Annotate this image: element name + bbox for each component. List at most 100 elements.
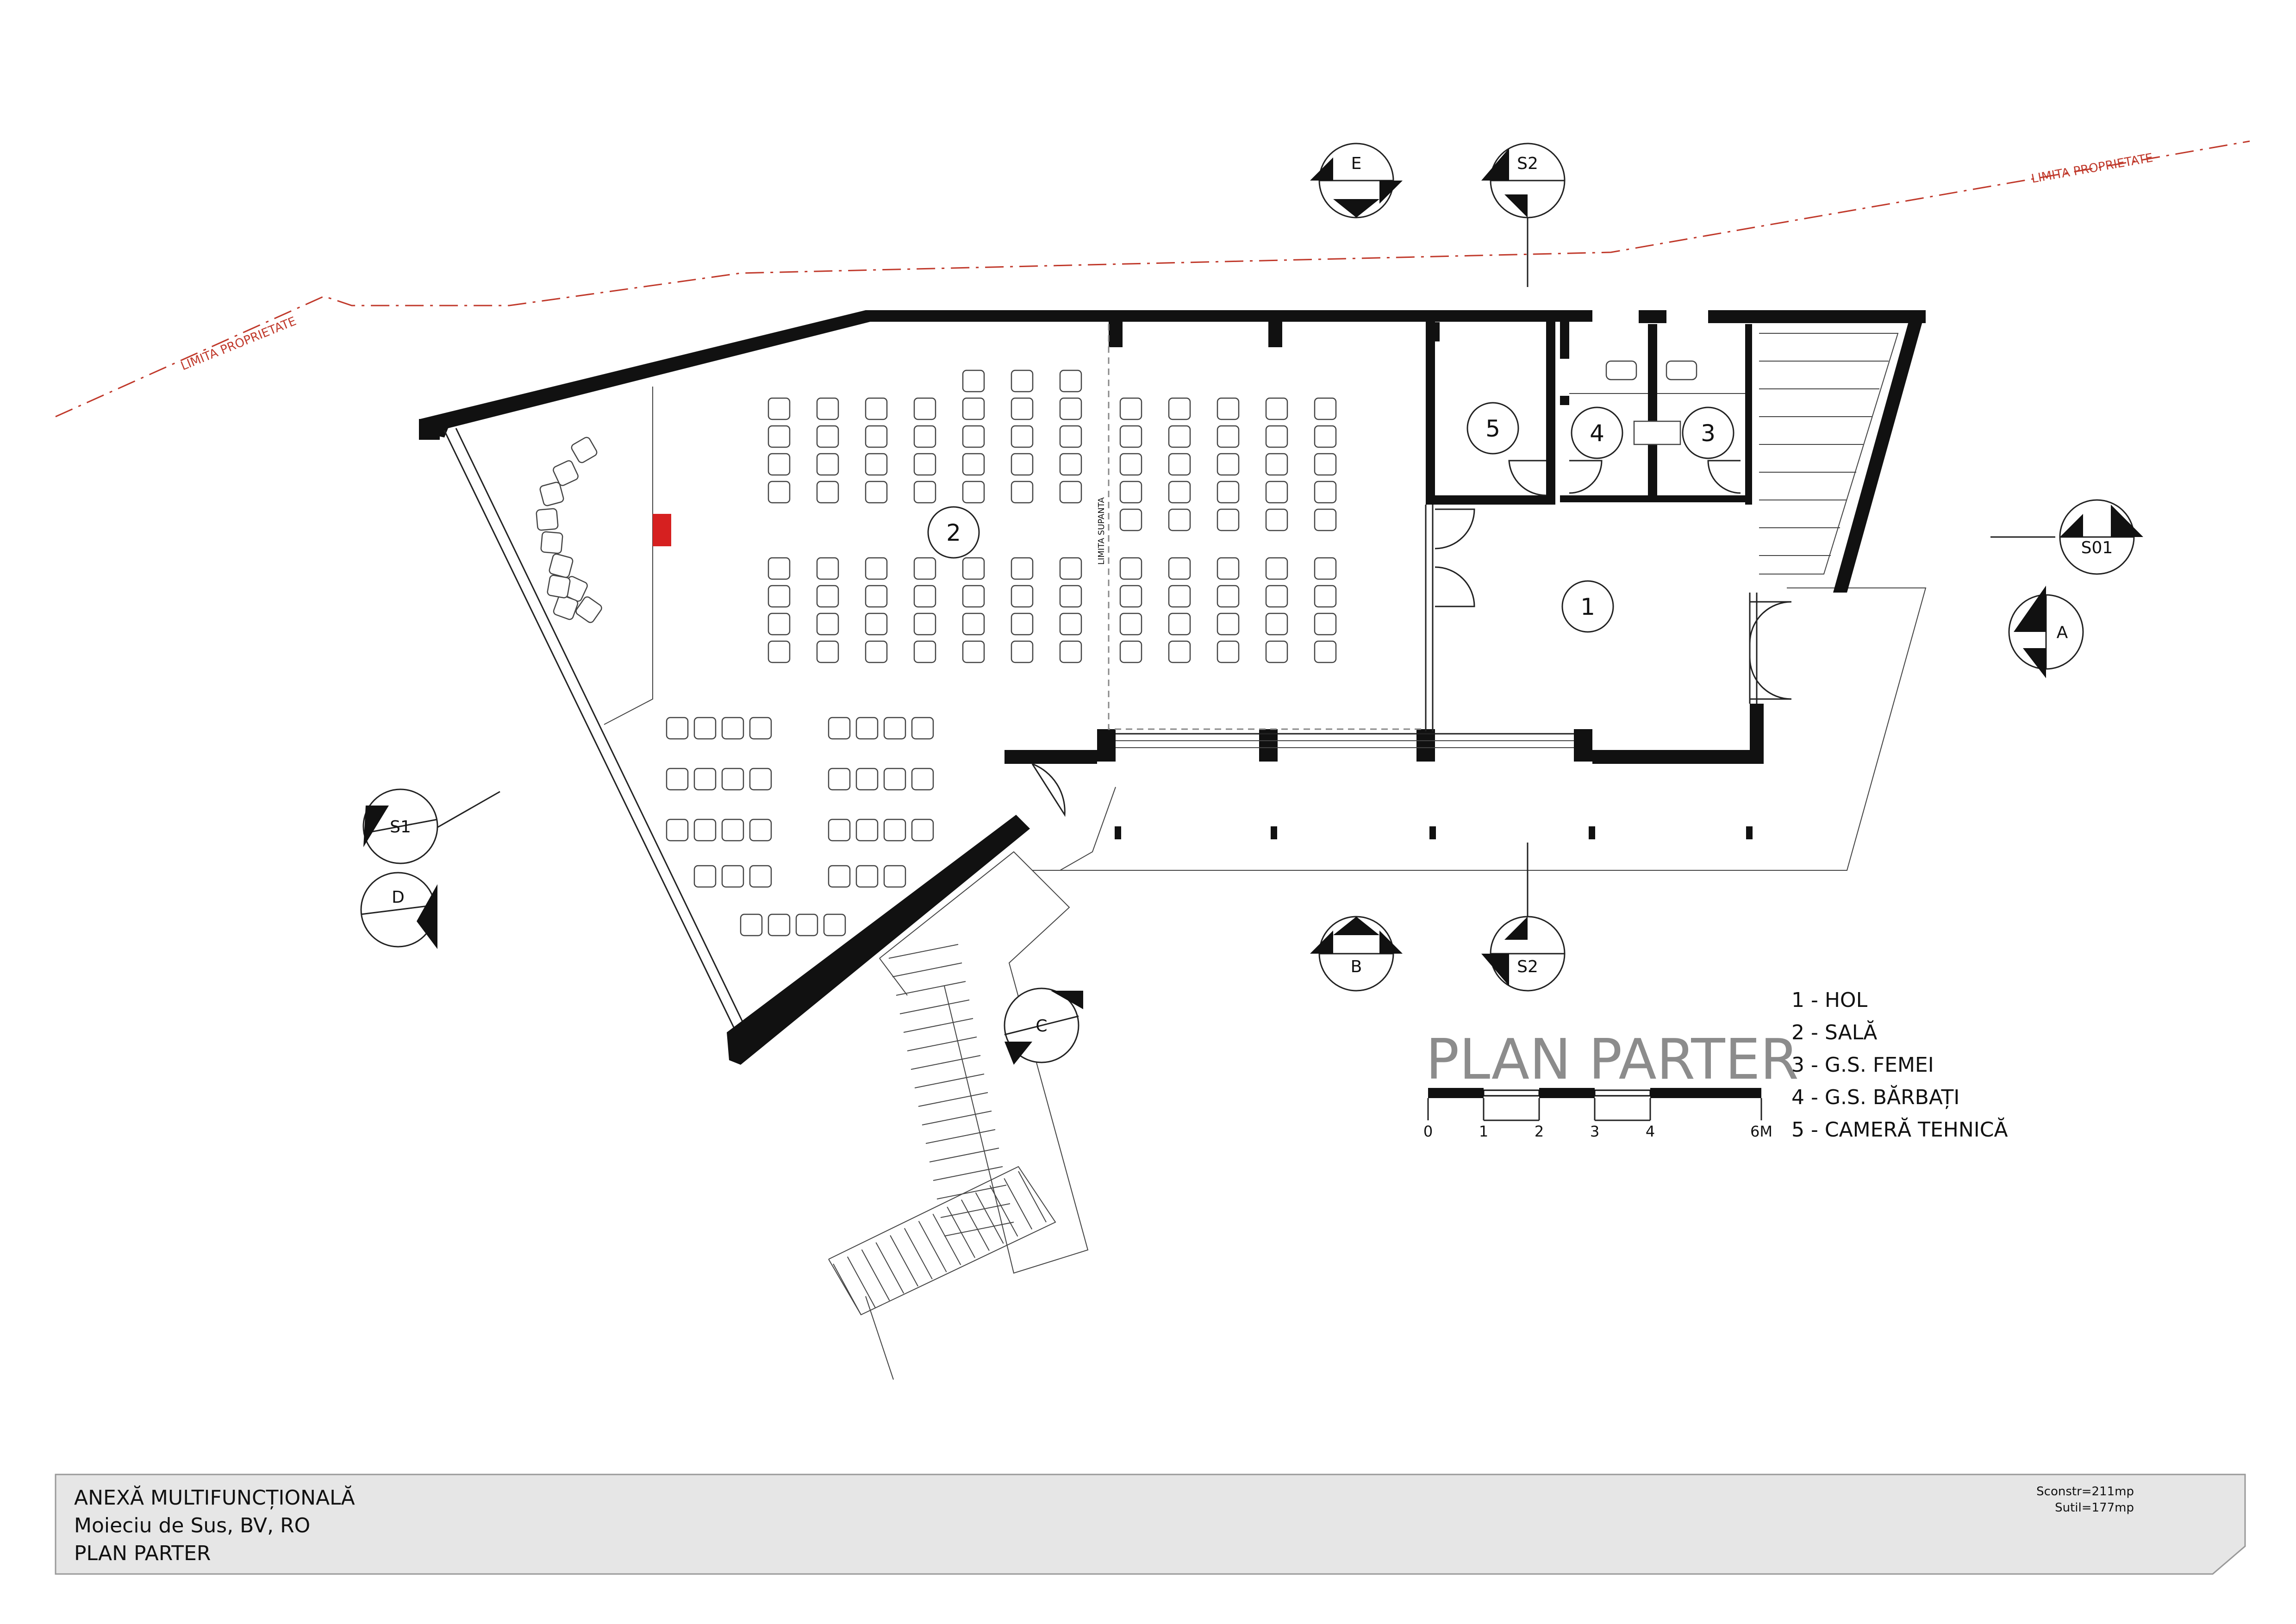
seat — [1119, 425, 1142, 448]
svg-text:S2: S2 — [1517, 957, 1538, 976]
stair-tread — [896, 981, 966, 996]
seat — [1168, 481, 1191, 504]
seat — [666, 818, 689, 842]
seat — [913, 612, 936, 636]
plan-title: PLAN PARTER — [1426, 1028, 1799, 1092]
seat — [1217, 453, 1240, 476]
seat — [962, 640, 985, 663]
legend-item-5: 5 - CAMERĂ TEHNICĂ — [1791, 1117, 2008, 1142]
stair-tread — [892, 962, 962, 977]
seat — [767, 612, 791, 636]
seat — [1119, 508, 1142, 531]
seat — [749, 768, 772, 791]
limit-line-label: LIMITA SUPANTA — [1097, 497, 1106, 565]
room-5-circle — [1466, 402, 1519, 455]
room-legend: 1 - HOL 2 - SALĂ 3 - G.S. FEMEI 4 - G.S.… — [1791, 988, 2008, 1142]
svg-text:B: B — [1351, 957, 1362, 976]
seat — [767, 585, 791, 608]
stair-tread — [904, 1228, 933, 1280]
stair-tread — [890, 1235, 918, 1287]
scale-tick-6m: 6M — [1750, 1123, 1772, 1140]
seat — [816, 612, 839, 636]
red-column-marker — [653, 514, 671, 546]
svg-text:S2: S2 — [1517, 154, 1538, 173]
seat — [911, 717, 934, 740]
seat — [816, 481, 839, 504]
section-marker-s2-top: S2 — [1481, 143, 1566, 287]
terrace-outline — [1032, 587, 1927, 871]
legend-item-1: 1 - HOL — [1791, 988, 1868, 1012]
seat — [816, 425, 839, 448]
seat — [913, 557, 936, 580]
scale-tick-4: 4 — [1646, 1123, 1655, 1140]
seat — [865, 557, 888, 580]
door-hall-west-lower — [1435, 566, 1475, 607]
section-marker-s2-bottom: S2 — [1481, 843, 1566, 992]
seat — [547, 575, 571, 599]
seat — [865, 585, 888, 608]
seat — [1265, 481, 1288, 504]
seat — [855, 717, 879, 740]
seat — [855, 865, 879, 888]
footer-title-block: ANEXĂ MULTIFUNCȚIONALĂ Moieciu de Sus, B… — [55, 1474, 2246, 1575]
door-wc-4 — [1569, 460, 1603, 494]
seat — [962, 369, 985, 393]
svg-text:D: D — [392, 888, 405, 907]
seat — [1314, 557, 1337, 580]
toilet-4 — [1605, 360, 1637, 381]
seat — [1059, 640, 1082, 663]
room-labels: 1 2 3 4 5 — [927, 402, 1734, 633]
legend-item-4: 4 - G.S. BĂRBAȚI — [1791, 1084, 1959, 1109]
room-4-number: 4 — [1590, 420, 1604, 447]
seat — [962, 397, 985, 420]
seat — [816, 397, 839, 420]
svg-text:A: A — [2057, 623, 2068, 642]
seat — [795, 913, 818, 937]
stair-tread — [936, 1185, 1007, 1199]
seat — [962, 612, 985, 636]
seat — [1265, 585, 1288, 608]
seat — [865, 640, 888, 663]
doors — [1031, 460, 1792, 817]
seat — [1011, 425, 1034, 448]
section-marker-b: B — [1310, 916, 1403, 992]
seat — [828, 717, 851, 740]
door-hall-west-upper — [1435, 508, 1475, 550]
room-1-number: 1 — [1580, 593, 1595, 620]
stair-tread — [989, 1185, 1018, 1237]
stair-tread — [899, 999, 970, 1014]
seat — [913, 585, 936, 608]
seat — [767, 425, 791, 448]
seat — [1314, 397, 1337, 420]
plan-title-block: PLAN PARTER 0 1 2 3 4 6M — [1423, 1028, 1799, 1140]
room-3-number: 3 — [1701, 420, 1716, 447]
seat — [553, 460, 579, 486]
stair-tread — [907, 1037, 977, 1051]
seat — [1059, 585, 1082, 608]
seat — [855, 818, 879, 842]
seat — [913, 425, 936, 448]
stair-tread — [1004, 1178, 1033, 1230]
seat — [1119, 481, 1142, 504]
seat — [883, 717, 906, 740]
seat — [666, 717, 689, 740]
seat — [1168, 612, 1191, 636]
section-marker-e: E — [1310, 143, 1403, 219]
stair-tread — [947, 1206, 976, 1258]
seat — [828, 865, 851, 888]
sink-double — [1633, 420, 1681, 445]
seat — [962, 481, 985, 504]
door-sala-sw — [1031, 763, 1066, 817]
seat — [962, 557, 985, 580]
seat — [721, 717, 744, 740]
seat — [823, 913, 846, 937]
seat — [575, 596, 602, 623]
seat — [1314, 640, 1337, 663]
legend-item-2: 2 - SALĂ — [1791, 1019, 1877, 1044]
seat — [1217, 508, 1240, 531]
stair-tread — [1018, 1171, 1047, 1223]
section-marker-a: A — [2008, 586, 2084, 678]
seat — [1119, 453, 1142, 476]
scale-tick-3: 3 — [1590, 1123, 1599, 1140]
stair-tread — [925, 1129, 996, 1144]
